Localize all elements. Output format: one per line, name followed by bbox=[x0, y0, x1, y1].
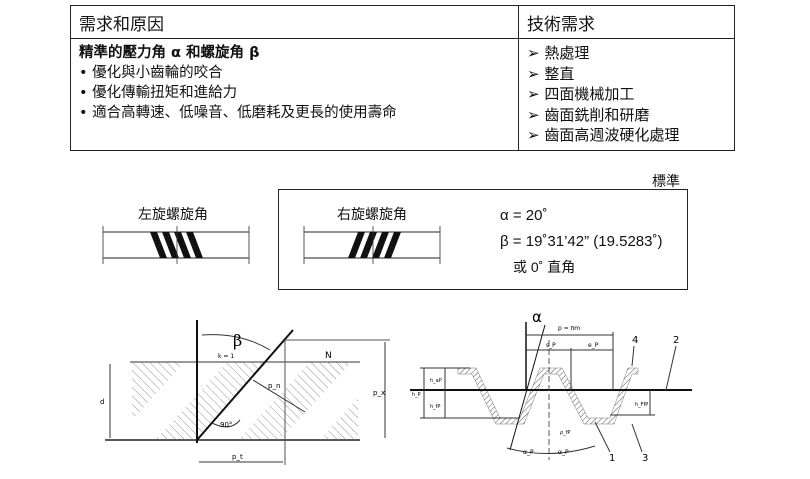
callout-2: 2 bbox=[673, 335, 679, 346]
n-label: N bbox=[325, 351, 332, 361]
hffp-label: h_FfP bbox=[635, 402, 648, 408]
d-label: d bbox=[100, 398, 104, 406]
alphap-label: α_P bbox=[523, 449, 534, 456]
angle-label: 90° bbox=[220, 421, 232, 429]
callout-3: 3 bbox=[642, 453, 648, 464]
ep-label: e_P bbox=[588, 342, 599, 349]
tooth-profile-diagram: α p = πm s_P e_P h_aP h_fP h_P h_FfP ρ_f… bbox=[410, 310, 692, 464]
k-label: k = 1 bbox=[218, 353, 234, 360]
left-helix-rack-icon bbox=[102, 226, 250, 264]
header-tech: 技術需求 bbox=[527, 15, 595, 35]
helix-rack-diagram: β N k = 1 90° p_t p_n p_x d bbox=[100, 320, 390, 465]
column-divider bbox=[518, 6, 519, 150]
alt-formula: 或 0˚ 直角 bbox=[513, 259, 576, 275]
alpha-formula: α = 20˚ bbox=[500, 207, 548, 224]
requirements-table: 需求和原因 技術需求 精準的壓力角 α 和螺旋角 β • 優化與小齒輪的咬合 •… bbox=[70, 5, 735, 151]
right-helix-rack-icon bbox=[303, 226, 441, 264]
hp-label: h_P bbox=[412, 392, 421, 398]
pt-label: p_t bbox=[232, 453, 243, 461]
callout-1: 1 bbox=[609, 453, 615, 464]
tech-cell: ➢ 熱處理 ➢ 整直 ➢ 四面機械加工 ➢ 齒面銑削和研磨 ➢ 齒面高週波硬化處… bbox=[527, 43, 679, 146]
list-item: ➢ 熱處理 bbox=[527, 44, 590, 62]
alpha-label: α bbox=[532, 310, 542, 326]
list-item: ➢ 四面機械加工 bbox=[527, 85, 635, 103]
left-helix-label: 左旋螺旋角 bbox=[138, 207, 208, 223]
list-item: • 適合高轉速、低噪音、低磨耗及更長的使用壽命 bbox=[79, 105, 397, 121]
pn-label: p_n bbox=[268, 382, 280, 390]
callout-4: 4 bbox=[632, 335, 638, 346]
list-item: • 優化與小齒輪的咬合 bbox=[79, 65, 223, 81]
beta-label: β bbox=[233, 331, 242, 350]
standard-label: 標準 bbox=[652, 174, 680, 190]
list-item: ➢ 齒面銑削和研磨 bbox=[527, 105, 650, 124]
sp-label: s_P bbox=[546, 342, 556, 349]
px-label: p_x bbox=[373, 389, 385, 397]
hap-label: h_aP bbox=[430, 378, 442, 384]
standard-box bbox=[278, 189, 688, 290]
pitch-label: p = πm bbox=[558, 325, 580, 332]
right-helix-label: 右旋螺旋角 bbox=[337, 207, 407, 223]
list-item: ➢ 整直 bbox=[527, 64, 575, 83]
beta-formula: β = 19˚31’42” (19.5283˚) bbox=[500, 233, 663, 250]
rho-label: ρ_fP bbox=[560, 430, 570, 436]
list-item: ➢ 齒面高週波硬化處理 bbox=[527, 126, 680, 144]
needs-cell: 精準的壓力角 α 和螺旋角 β • 優化與小齒輪的咬合 • 優化傳輸扭矩和進給力… bbox=[79, 43, 397, 123]
header-needs: 需求和原因 bbox=[79, 15, 164, 35]
table-header: 需求和原因 技術需求 bbox=[71, 6, 734, 39]
alphap-label-2: α_P bbox=[558, 449, 569, 456]
needs-title: 精準的壓力角 α 和螺旋角 β bbox=[79, 45, 260, 61]
hfp-label: h_fP bbox=[430, 404, 440, 410]
list-item: • 優化傳輸扭矩和進給力 bbox=[79, 85, 238, 101]
